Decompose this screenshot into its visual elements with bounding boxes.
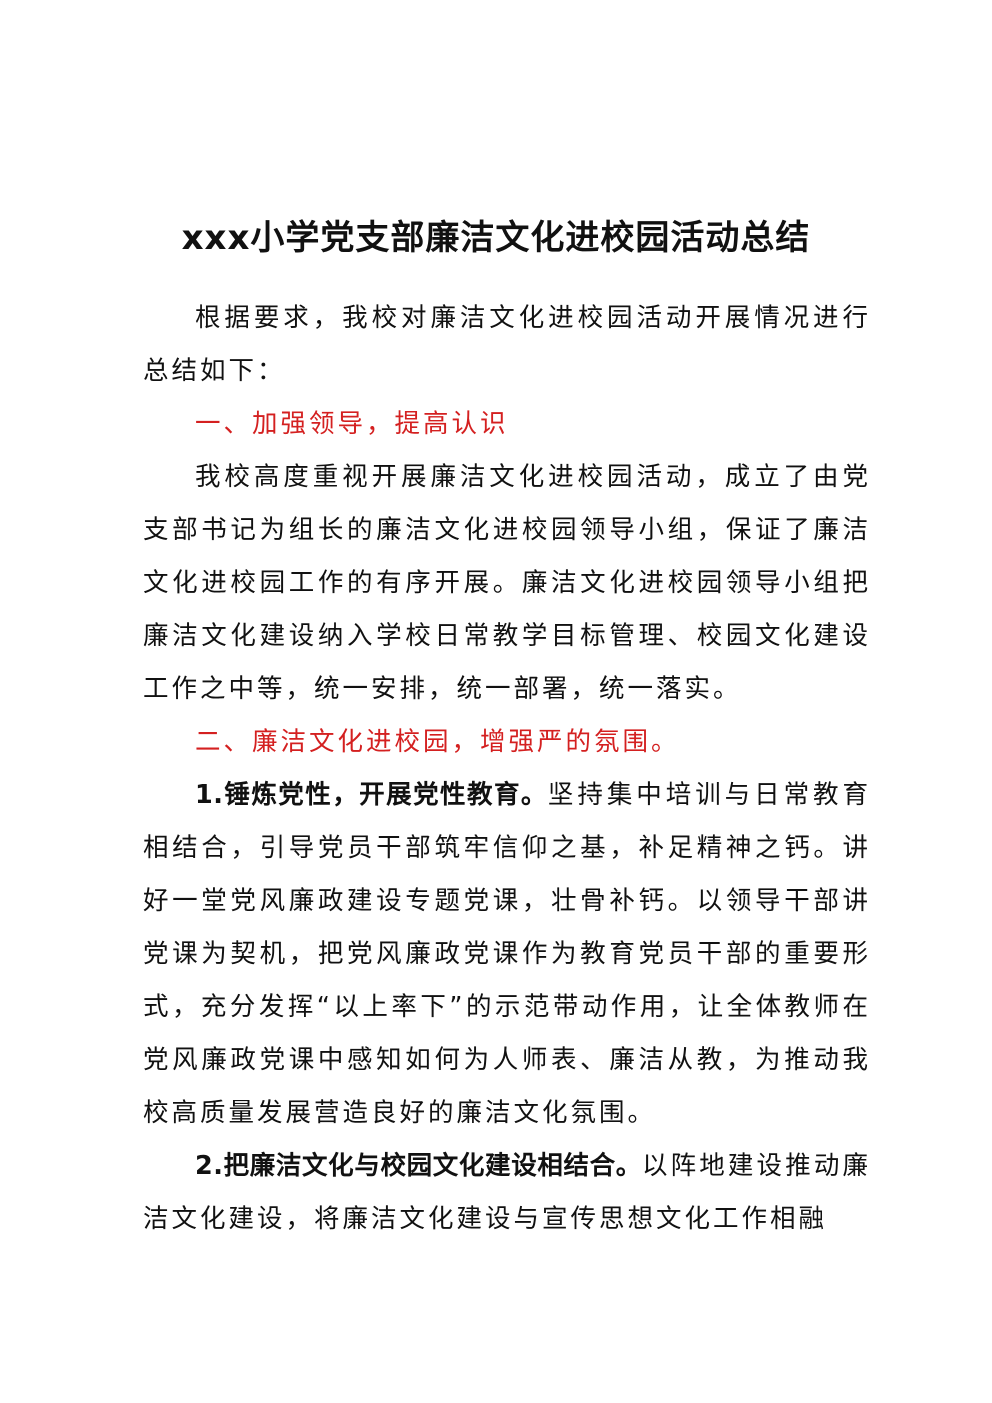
section-heading-2: 二、廉洁文化进校园，增强严的氛围。 (195, 727, 680, 757)
item-2-lead: 2.把廉洁文化与校园文化建设相结合。 (195, 1151, 642, 1181)
section-2-item-1: 1.锤炼党性，开展党性教育。坚持集中培训与日常教育相结合，引导党员干部筑牢信仰之… (143, 769, 871, 1140)
section-2-item-2: 2.把廉洁文化与校园文化建设相结合。以阵地建设推动廉洁文化建设，将廉洁文化建设与… (143, 1140, 871, 1246)
item-1-body: 坚持集中培训与日常教育相结合，引导党员干部筑牢信仰之基，补足精神之钙。讲好一堂党… (143, 780, 871, 1128)
section-1-paragraph: 我校高度重视开展廉洁文化进校园活动，成立了由党支部书记为组长的廉洁文化进校园领导… (143, 462, 871, 704)
document-body: 根据要求，我校对廉洁文化进校园活动开展情况进行总结如下： 一、加强领导，提高认识… (143, 292, 871, 1246)
section-heading-1: 一、加强领导，提高认识 (195, 409, 509, 439)
intro-paragraph: 根据要求，我校对廉洁文化进校园活动开展情况进行总结如下： (143, 303, 871, 386)
item-2-body: 以阵地建设推动廉洁文化建设，将廉洁文化建设与宣传思想文化工作相融 (143, 1151, 871, 1234)
item-1-lead: 1.锤炼党性，开展党性教育。 (195, 780, 548, 810)
document-title: xxx小学党支部廉洁文化进校园活动总结 (181, 218, 811, 258)
